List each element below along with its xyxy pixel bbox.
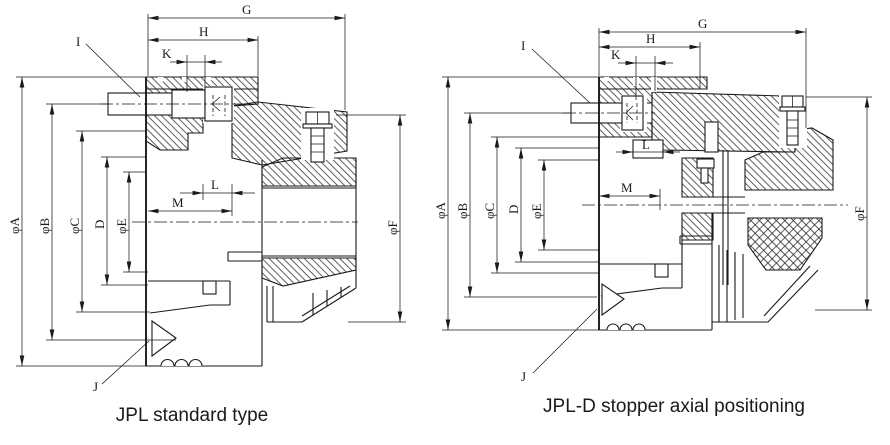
dim-label-D: D <box>92 220 107 229</box>
plate-notch <box>604 77 609 81</box>
dim-label-M: M <box>172 195 184 210</box>
dim-label-G: G <box>242 2 251 17</box>
drive-key-triangle <box>151 319 177 358</box>
dim-label-phiC: φC <box>67 218 82 234</box>
dim-label-H: H <box>646 31 655 46</box>
left-dimensions: G H K I L M J φA φB φC <box>7 2 406 394</box>
left-part-outline <box>132 77 358 367</box>
dim-label-phiE: φE <box>114 218 129 234</box>
right-set-screw <box>779 93 807 148</box>
dim-label-D: D <box>506 205 521 214</box>
dim-label-phiE: φE <box>529 203 544 219</box>
dim-label-phiB: φB <box>37 217 52 234</box>
plate-notch <box>206 77 211 82</box>
dim-label-phiC: φC <box>482 203 497 219</box>
right-view-jpl-d: G H K I L M J φA φB φC <box>433 16 872 417</box>
dim-label-H: H <box>199 24 208 39</box>
stopper-screw <box>696 158 715 184</box>
left-view-jpl-standard: G H K I L M J φA φB φC <box>7 2 406 426</box>
left-view-caption: JPL standard type <box>116 405 268 426</box>
dim-label-phiA: φA <box>433 201 448 219</box>
dim-label-phiF: φF <box>385 220 400 235</box>
drive-key-triangle <box>601 282 625 317</box>
dim-label-phiA: φA <box>7 216 22 234</box>
stopper-slot <box>632 139 664 159</box>
dim-label-K: K <box>611 47 621 62</box>
pin-slot <box>704 121 719 153</box>
dim-label-J: J <box>93 379 98 394</box>
dim-label-L: L <box>642 137 650 152</box>
dim-label-I: I <box>76 34 80 49</box>
plate-notch <box>651 77 657 92</box>
dim-label-M: M <box>621 180 633 195</box>
left-set-screw <box>301 108 334 163</box>
plate-notch <box>158 77 163 82</box>
right-clamping-bolt <box>563 95 655 132</box>
right-dimensions: G H K I L M J φA φB φC <box>433 16 872 384</box>
left-clamping-bolt <box>100 86 252 123</box>
dim-label-G: G <box>698 16 707 31</box>
dim-label-K: K <box>162 46 172 61</box>
dim-label-J: J <box>521 369 526 384</box>
dim-label-I: I <box>521 38 525 53</box>
right-part-outline <box>582 77 848 331</box>
right-view-caption: JPL-D stopper axial positioning <box>543 396 805 417</box>
stopper-nut-knurl <box>747 217 823 271</box>
grip-scallops <box>606 323 646 331</box>
plate-notch <box>182 77 187 82</box>
dim-label-L: L <box>211 177 219 192</box>
dim-label-phiF: φF <box>852 206 867 221</box>
dim-label-phiB: φB <box>455 202 470 219</box>
grip-scallops <box>160 358 203 367</box>
